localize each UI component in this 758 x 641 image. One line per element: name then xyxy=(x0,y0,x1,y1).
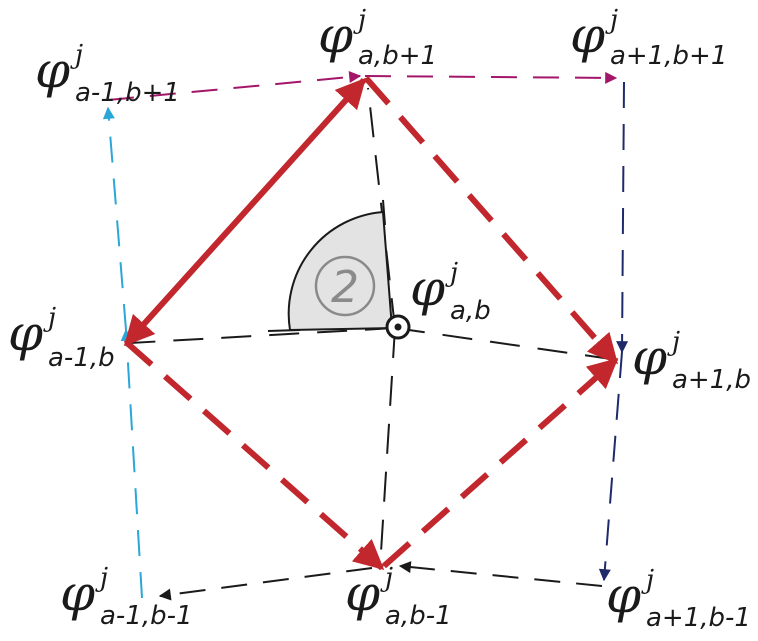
label-subscript: a-1,b xyxy=(48,343,115,373)
node-label-r: φ j a+1,b xyxy=(632,327,751,395)
label-subscript: a,b-1 xyxy=(385,601,452,631)
node-label-tr: φ j a+1,b+1 xyxy=(570,5,727,71)
inner-diamond-dashes xyxy=(124,76,619,571)
label-subscript: a+1,b-1 xyxy=(646,603,751,633)
label-superscript: j xyxy=(667,327,680,357)
phi-symbol: φ xyxy=(632,328,667,386)
cross-line-up xyxy=(367,87,396,329)
label-subscript: a+1,b xyxy=(672,365,751,395)
diamond-edge-left-bottom xyxy=(124,339,385,571)
left-lower-segment xyxy=(120,328,143,599)
cross-line-down xyxy=(379,327,396,569)
outer-left-dashes xyxy=(102,106,143,599)
label-superscript: j xyxy=(43,303,56,333)
label-subscript: a+1,b+1 xyxy=(610,41,727,71)
label-superscript: j xyxy=(445,258,458,288)
label-superscript: j xyxy=(70,40,83,70)
label-subscript: a,b xyxy=(450,296,491,326)
sector-tick-left xyxy=(267,329,301,332)
outer-bottom-dashes xyxy=(158,561,603,601)
phi-symbol: φ xyxy=(35,41,70,99)
cross-line-left xyxy=(129,327,396,344)
sector-tick-top xyxy=(382,199,386,226)
node-label-bl: φ j a-1,b-1 xyxy=(60,563,193,631)
phi-symbol: φ xyxy=(60,564,95,622)
cross-line-right xyxy=(394,327,619,361)
node-label-c: φ j a,b xyxy=(410,258,491,326)
point-out-of-plane-icon xyxy=(385,314,411,340)
phi-symbol: φ xyxy=(318,6,353,64)
phi-symbol: φ xyxy=(345,564,380,622)
badge-label: 2 xyxy=(331,262,359,313)
bottom-right-segment xyxy=(398,561,603,587)
outer-right-dashes xyxy=(598,81,629,582)
node-label-t: φ j a,b+1 xyxy=(318,5,437,71)
diamond-edge-top-right xyxy=(363,76,619,365)
node-label-br: φ j a+1,b-1 xyxy=(606,565,751,633)
solid-double-arrow xyxy=(123,77,367,347)
node-label-l: φ j a-1,b xyxy=(8,303,115,373)
label-superscript: j xyxy=(95,563,108,593)
label-subscript: a,b+1 xyxy=(358,41,437,71)
right-lower-segment xyxy=(598,351,623,582)
label-subscript: a-1,b+1 xyxy=(75,78,180,108)
right-upper-segment xyxy=(616,81,629,354)
phi-symbol: φ xyxy=(410,259,445,317)
label-subscript: a-1,b-1 xyxy=(100,601,193,631)
label-superscript: j xyxy=(353,5,366,35)
left-upper-segment xyxy=(102,106,127,331)
top-right-segment xyxy=(364,71,618,84)
phi-symbol: φ xyxy=(570,6,605,64)
phi-symbol: φ xyxy=(606,566,641,624)
node-label-b: φ j a,b-1 xyxy=(345,563,452,631)
diamond-edge-right-bottom xyxy=(382,357,619,569)
label-superscript: j xyxy=(641,565,654,595)
node-label-tl: φ j a-1,b+1 xyxy=(35,40,180,108)
phi-symbol: φ xyxy=(8,304,43,362)
label-superscript: j xyxy=(605,5,618,35)
bottom-left-segment xyxy=(158,567,373,601)
